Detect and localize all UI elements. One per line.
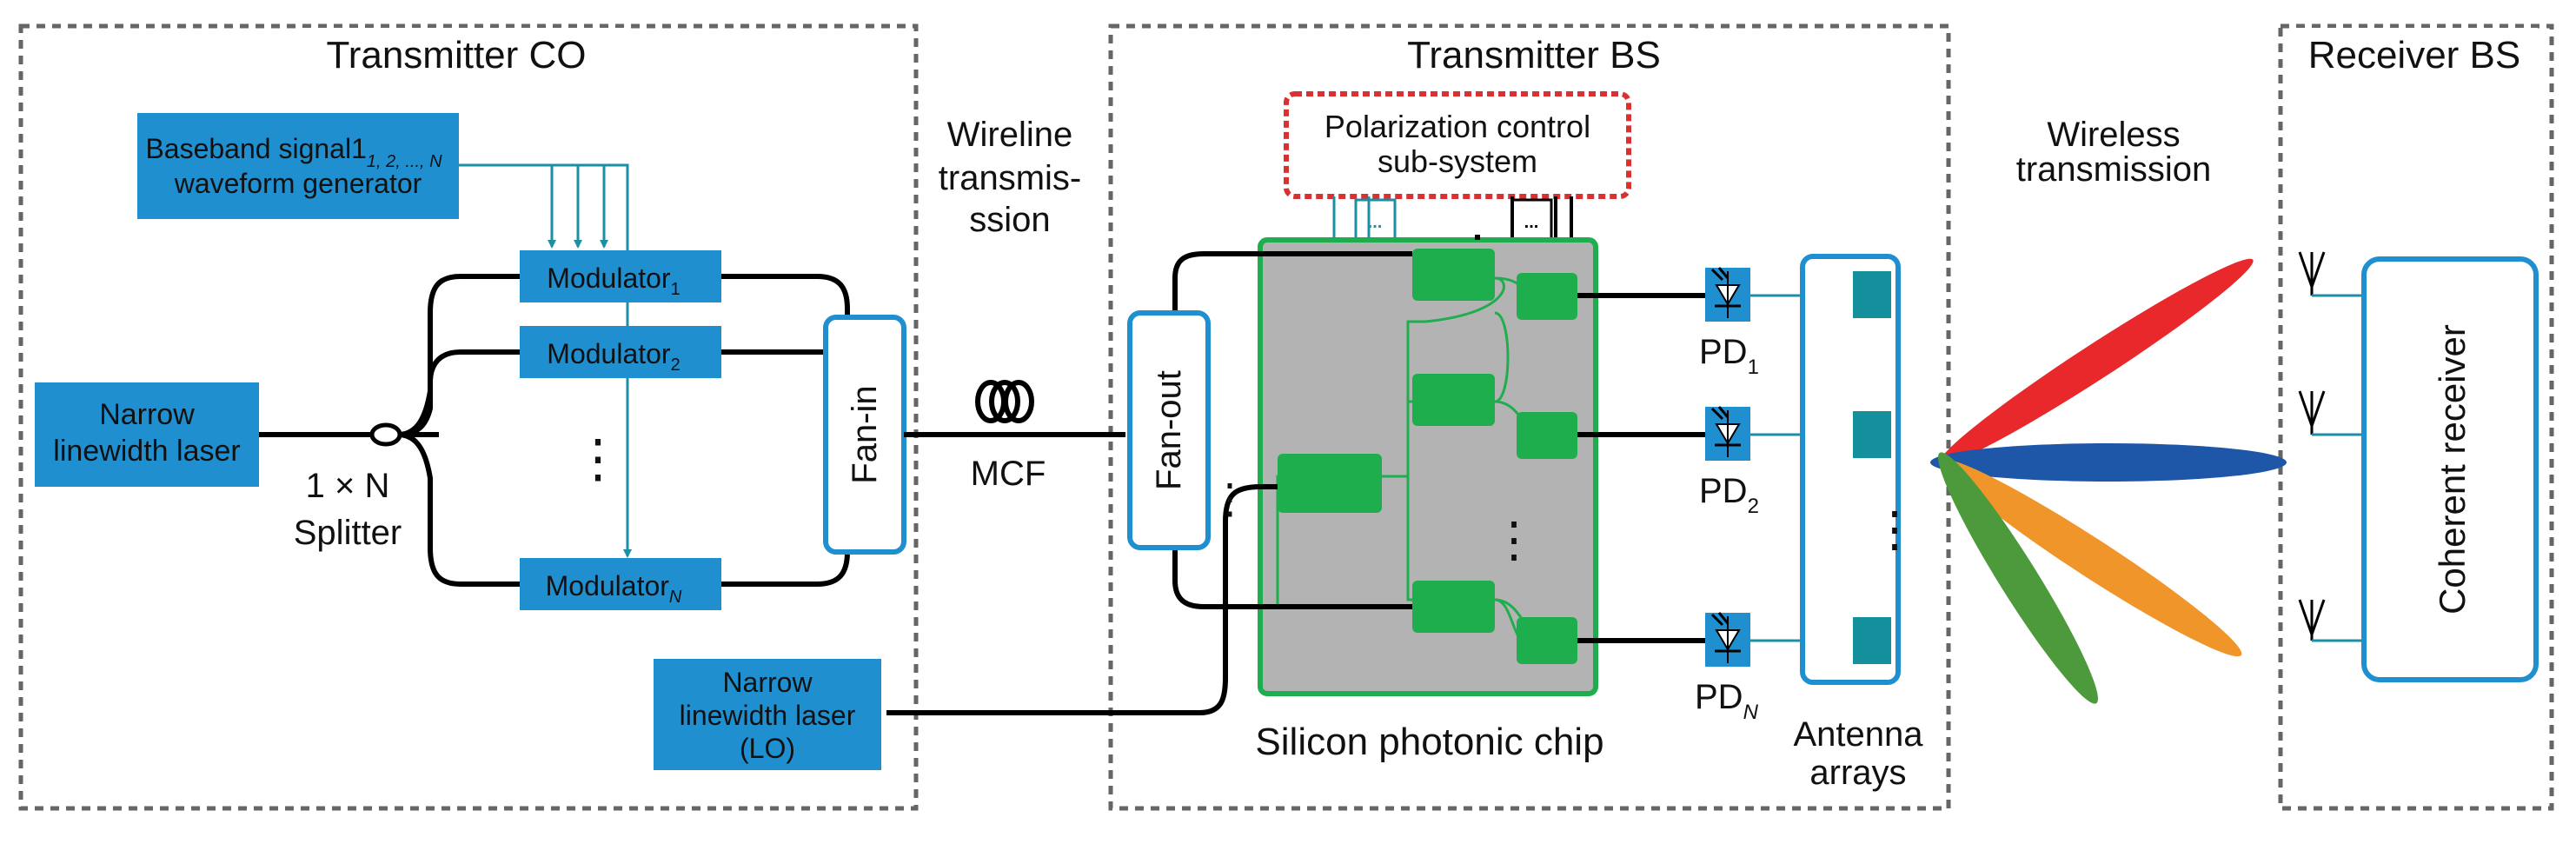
mcf-label: MCF — [971, 455, 1046, 493]
beam-red — [1939, 258, 2254, 465]
narrow-linewidth-laser-block — [35, 382, 259, 487]
baseband-subscript: 1, 2, ..., N — [367, 152, 442, 171]
multicore-fiber — [904, 380, 1125, 437]
photodiode-n — [1705, 612, 1750, 667]
pd-2-label: PD2 — [1699, 472, 1759, 518]
splitter-fibers — [259, 274, 850, 587]
modulator-2: Modulator2 — [520, 326, 721, 378]
coherent-receiver-label: Coherent receiver — [2432, 324, 2473, 615]
polarization-label-line1: Polarization control — [1325, 109, 1590, 144]
antenna-ellipsis: ⋮ — [1870, 502, 1919, 556]
transmitter-bs-title: Transmitter BS — [1407, 34, 1661, 76]
silicon-photonic-chip — [1258, 237, 1598, 696]
lo-laser-label-line3: (LO) — [740, 733, 795, 764]
beam-green — [1938, 452, 2098, 704]
antenna-label-line1: Antenna — [1793, 715, 1923, 754]
baseband-label-line1: Baseband signal11, 2, ..., N — [145, 133, 442, 171]
baseband-generator-block — [137, 113, 459, 219]
wireline-label-line2: transmis- — [939, 159, 1081, 197]
antenna-element-1 — [1853, 271, 1891, 318]
pd-2-subscript: 2 — [1748, 495, 1759, 518]
laser-label-line1: Narrow — [99, 398, 195, 431]
modulator-n-label: Modulator — [546, 570, 670, 601]
pd-n-subscript: N — [1743, 701, 1759, 724]
antenna-label-line2: arrays — [1809, 754, 1906, 792]
lo-laser-block — [654, 659, 881, 770]
pd-n-label: PDN — [1695, 678, 1759, 724]
silicon-photonic-chip-label: Silicon photonic chip — [1255, 721, 1603, 763]
pd-1-subscript: 1 — [1748, 356, 1759, 379]
fan-out-block — [1127, 310, 1211, 550]
splitter-label-line1: 1 × N — [306, 467, 390, 505]
pd-1-label: PD1 — [1699, 333, 1759, 379]
chip-ellipsis: ⋮ — [1490, 512, 1538, 567]
transmitter-co-frame — [18, 23, 919, 811]
wireline-label-line3: ssion — [969, 201, 1050, 239]
modulator-n-subscript: N — [669, 588, 682, 607]
wireless-label-line1: Wireless — [2047, 116, 2180, 154]
fan-in-label: Fan-in — [846, 385, 884, 483]
coherent-receiver-block — [2361, 256, 2539, 682]
fan-out-ellipsis: ⋮ — [1209, 476, 1251, 522]
receiver-bs-frame — [2278, 23, 2554, 811]
modulator-1-label: Modulator — [547, 263, 671, 294]
lo-laser-label-line1: Narrow — [722, 667, 813, 698]
transmitter-bs-frame — [1108, 23, 1951, 811]
beam-orange — [1942, 459, 2242, 657]
modulator-n: ModulatorN — [520, 558, 721, 610]
modulator-2-label: Modulator — [547, 338, 671, 369]
modulator-1-subscript: 1 — [671, 280, 681, 299]
modulator-ellipsis: ⋮ — [572, 429, 624, 488]
splitter-coupler-icon — [369, 422, 402, 447]
polarization-black-dots: ... — [1524, 213, 1539, 232]
polarization-teal-dots: ... — [1368, 213, 1383, 232]
baseband-signal-lines — [459, 163, 632, 558]
transmitter-co-title: Transmitter CO — [326, 34, 586, 76]
wireline-label-line1: Wireline — [947, 116, 1072, 154]
wireless-label-line2: transmission — [2016, 150, 2212, 189]
modulator-2-subscript: 2 — [671, 356, 681, 375]
photodiode-2 — [1705, 406, 1750, 461]
svg-text:ModulatorN: ModulatorN — [546, 570, 682, 607]
antenna-element-n — [1853, 617, 1891, 664]
beam-blue — [1930, 443, 2287, 482]
modulator-1: Modulator1 — [520, 250, 721, 302]
splitter-label-line2: Splitter — [294, 514, 402, 552]
photodiode-1 — [1705, 267, 1750, 322]
polarization-control-block — [1284, 91, 1631, 199]
fan-out-label: Fan-out — [1150, 370, 1188, 490]
baseband-label-line2: waveform generator — [174, 168, 422, 199]
svg-text:Modulator1: Modulator1 — [547, 263, 680, 299]
antenna-arrays-frame — [1800, 254, 1901, 685]
svg-text:Modulator2: Modulator2 — [547, 338, 680, 375]
receiver-antennas — [2298, 251, 2364, 642]
lo-laser-label-line2: linewidth laser — [680, 700, 856, 731]
fan-out-fibers — [886, 235, 1712, 715]
polarization-label-line2: sub-system — [1378, 143, 1537, 179]
laser-label-line2: linewidth laser — [53, 435, 240, 468]
wireless-beams — [1930, 258, 2287, 704]
antenna-element-2 — [1853, 411, 1891, 458]
receiver-bs-title: Receiver BS — [2308, 34, 2521, 76]
chip-components — [1278, 249, 1577, 664]
